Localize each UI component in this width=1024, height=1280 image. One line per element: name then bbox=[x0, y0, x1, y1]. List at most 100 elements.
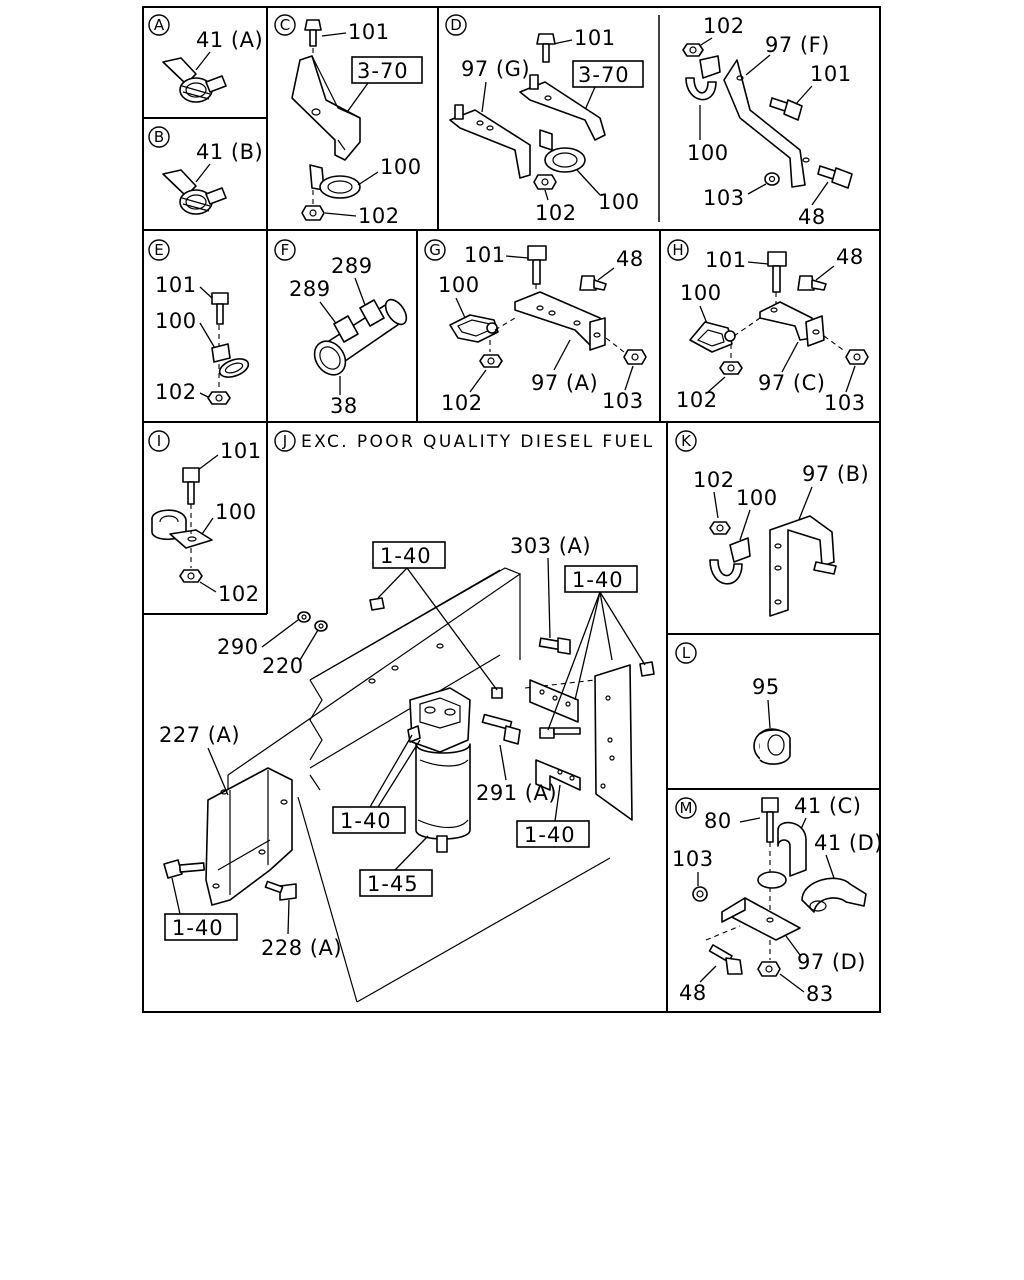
panel-g: G 101 48 100 bbox=[424, 239, 647, 415]
panel-letter-g: G bbox=[429, 241, 441, 259]
nut-frame-upper bbox=[369, 597, 385, 611]
label-289-b: 289 bbox=[289, 277, 331, 301]
panel-letter-k: K bbox=[681, 432, 692, 450]
label-101-c: 101 bbox=[348, 20, 390, 44]
washer-103-m bbox=[692, 886, 708, 902]
ref-1-40-lower: 1-40 bbox=[524, 823, 576, 847]
bracket-227a bbox=[205, 767, 293, 906]
ref-box-1-40-lower bbox=[516, 820, 590, 848]
label-291a: 291 (A) bbox=[476, 781, 557, 805]
bracket-97a bbox=[514, 291, 606, 351]
bolt-228a bbox=[264, 880, 297, 901]
bolt-303a bbox=[538, 637, 571, 655]
label-97g: 97 (G) bbox=[461, 57, 530, 81]
panel-a: A 41 (A) bbox=[148, 14, 263, 103]
panel-e: E 101 100 102 bbox=[148, 239, 250, 405]
label-41a: 41 (A) bbox=[196, 28, 263, 52]
bolt-101-i bbox=[182, 467, 200, 505]
bracket-97d bbox=[721, 897, 801, 941]
nut-102-c bbox=[301, 205, 325, 221]
label-97f: 97 (F) bbox=[765, 33, 830, 57]
label-102-e: 102 bbox=[155, 380, 197, 404]
label-95: 95 bbox=[752, 675, 780, 699]
panel-letter-b: B bbox=[154, 128, 164, 146]
label-102-d2: 102 bbox=[703, 14, 745, 38]
label-100-h: 100 bbox=[680, 281, 722, 305]
bolt-101-e bbox=[211, 292, 229, 325]
panel-l: L 95 bbox=[675, 642, 791, 765]
ref-box-1-40-left bbox=[164, 913, 238, 941]
label-100-e: 100 bbox=[155, 309, 197, 333]
nut-83 bbox=[757, 961, 781, 977]
ref-3-70-d: 3-70 bbox=[578, 63, 630, 87]
clip-100-d2 bbox=[685, 55, 721, 101]
nut-102-e bbox=[207, 391, 231, 405]
bolt-48-d2 bbox=[817, 165, 853, 189]
panel-letter-e: E bbox=[154, 241, 163, 259]
label-101-d: 101 bbox=[574, 26, 616, 50]
ref-3-70-c: 3-70 bbox=[357, 59, 409, 83]
ref-1-40-mid: 1-40 bbox=[340, 809, 392, 833]
clip-100-g bbox=[449, 314, 499, 343]
label-220: 220 bbox=[262, 654, 304, 678]
panel-h: H 101 48 100 bbox=[667, 239, 869, 415]
bracket-97g bbox=[449, 104, 531, 179]
nut-102-g bbox=[479, 354, 503, 368]
nut-103-h bbox=[845, 349, 869, 365]
bolt-291a bbox=[481, 713, 521, 745]
clip-100-c bbox=[309, 164, 361, 199]
label-289-a: 289 bbox=[331, 254, 373, 278]
label-48-m: 48 bbox=[679, 981, 707, 1005]
label-103-d2: 103 bbox=[703, 186, 745, 210]
label-48-h: 48 bbox=[836, 245, 864, 269]
bolt-101-d2 bbox=[769, 97, 803, 121]
label-103-h: 103 bbox=[824, 391, 866, 415]
bolt-48-m bbox=[708, 944, 743, 975]
ref-1-45: 1-45 bbox=[367, 872, 419, 896]
label-41d: 41 (D) bbox=[814, 831, 883, 855]
label-101-d2: 101 bbox=[810, 62, 852, 86]
bracket-c bbox=[291, 55, 361, 161]
frame-rail bbox=[227, 567, 521, 791]
label-101-g: 101 bbox=[464, 243, 506, 267]
nut-102-d2 bbox=[682, 43, 704, 57]
label-228a: 228 (A) bbox=[261, 936, 342, 960]
label-102-d: 102 bbox=[535, 201, 577, 225]
bracket-3-70-d bbox=[519, 74, 606, 141]
ref-box-1-40-mid bbox=[332, 806, 406, 834]
bolt-mid bbox=[539, 727, 581, 739]
label-303a: 303 (A) bbox=[510, 534, 591, 558]
clip-100-i bbox=[151, 509, 213, 549]
label-80: 80 bbox=[704, 809, 732, 833]
nut-102-d bbox=[533, 174, 557, 190]
nut-102-i bbox=[179, 569, 203, 583]
ref-1-40-right: 1-40 bbox=[572, 568, 624, 592]
bracket-97f bbox=[723, 59, 810, 188]
label-100-d2: 100 bbox=[687, 141, 729, 165]
ref-box-3-70-d bbox=[572, 60, 644, 88]
panel-j: J EXC. POOR QUALITY DIESEL FUEL bbox=[159, 430, 655, 1003]
label-97b: 97 (B) bbox=[802, 462, 869, 486]
label-227a: 227 (A) bbox=[159, 723, 240, 747]
grommet-95 bbox=[753, 728, 791, 765]
panel-letter-m: M bbox=[680, 799, 693, 817]
panel-f: F 289 289 38 bbox=[274, 239, 408, 418]
fuel-filter bbox=[407, 687, 471, 853]
panel-d-right: 102 100 97 (F) 101 103 48 bbox=[682, 14, 853, 229]
label-41b: 41 (B) bbox=[196, 140, 263, 164]
clip-100-e bbox=[211, 343, 250, 378]
bolt-48-h bbox=[797, 275, 827, 291]
label-102-h: 102 bbox=[676, 388, 718, 412]
nut-102-h bbox=[719, 361, 743, 375]
bracket-lower-small bbox=[535, 759, 581, 791]
panel-letter-a: A bbox=[154, 16, 165, 34]
panel-letter-l: L bbox=[682, 644, 691, 662]
label-48-d2: 48 bbox=[798, 205, 826, 229]
panel-c: C 101 3-70 100 102 bbox=[274, 14, 423, 228]
label-97c: 97 (C) bbox=[758, 371, 825, 395]
ref-box-1-40-right bbox=[564, 565, 638, 593]
panel-k: K 102 100 97 (B) bbox=[675, 430, 869, 617]
label-100-i: 100 bbox=[215, 500, 257, 524]
bolt-101-h bbox=[767, 251, 787, 293]
